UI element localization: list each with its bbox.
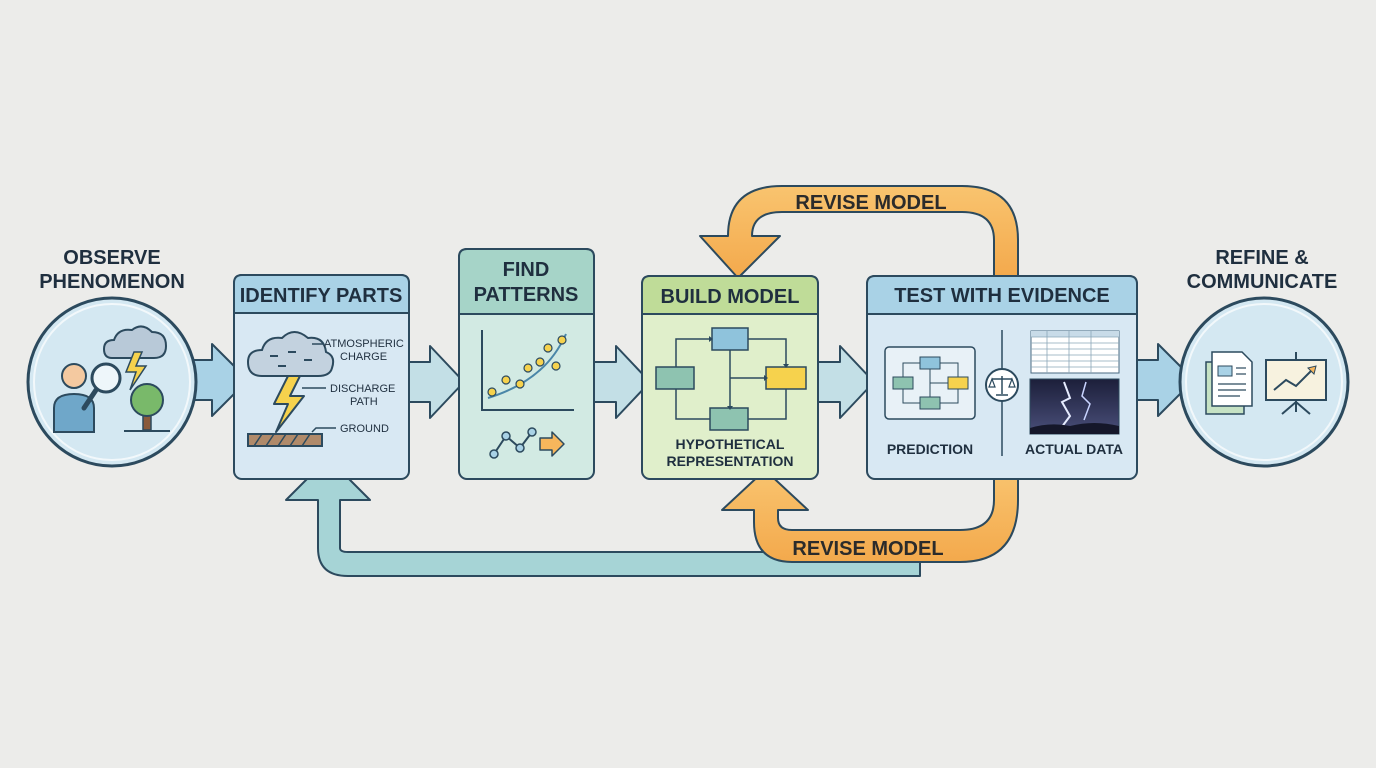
build-caption-line1: HYPOTHETICAL: [676, 436, 785, 452]
magnifier-icon: [81, 362, 122, 411]
trend-arrow-icon: [489, 427, 565, 459]
stage-refine-communicate: REFINE & COMMUNICATE: [1178, 247, 1350, 468]
ground-icon: [247, 433, 323, 447]
stage-find-patterns: FIND PATTERNS: [458, 248, 595, 480]
label-ground: GROUND: [340, 423, 389, 435]
tree-icon: [124, 383, 170, 432]
flow-arrow-test-refine: [1135, 343, 1195, 417]
storm-cloud-icon: [102, 325, 168, 391]
label-path: PATH: [350, 396, 378, 408]
scatter-plot-icon: [481, 330, 574, 411]
label-discharge: DISCHARGE: [330, 383, 395, 395]
model-flow-diagram-icon: [655, 327, 807, 431]
stage-build-model: BUILD MODEL HYPOTHETICAL REPRESENTATION: [641, 275, 819, 480]
revise-loop-top: [699, 185, 1019, 279]
report-document-icon: [1205, 351, 1253, 415]
balance-scale-icon: [985, 368, 1019, 402]
stage-observe: OBSERVE PHENOMENON: [26, 247, 198, 468]
flow-arrow-identify-patterns: [407, 345, 465, 419]
flow-arrow-build-test: [817, 345, 875, 419]
charge-cloud-icon: [246, 331, 335, 377]
stage-identify-parts: IDENTIFY PARTS ATMOSPHERIC CHARGE DISCHA…: [233, 274, 410, 480]
patterns-title-line2: PATTERNS: [474, 284, 579, 306]
prediction-label: PREDICTION: [887, 441, 973, 457]
data-table-icon: [1030, 330, 1120, 374]
revise-loop-bottom: [721, 469, 1019, 563]
observe-title-line1: OBSERVE: [63, 247, 160, 269]
prediction-model-icon: [884, 346, 976, 420]
patterns-title-line1: FIND: [503, 259, 550, 281]
presentation-board-icon: [1265, 352, 1327, 415]
revise-model-top-label: REVISE MODEL: [795, 192, 946, 214]
lightning-bolt-icon: [273, 375, 305, 433]
identify-title: IDENTIFY PARTS: [240, 285, 403, 307]
lightning-photo-icon: [1029, 378, 1120, 435]
refine-title-line1: REFINE &: [1215, 247, 1308, 269]
stage-test-evidence: TEST WITH EVIDENCE: [866, 275, 1138, 480]
build-caption-line2: REPRESENTATION: [666, 453, 793, 469]
observe-title-line2: PHENOMENON: [39, 271, 185, 293]
actual-data-label: ACTUAL DATA: [1025, 441, 1123, 457]
refine-title-line2: COMMUNICATE: [1187, 271, 1338, 293]
revise-model-bottom-label: REVISE MODEL: [792, 538, 943, 560]
build-title: BUILD MODEL: [661, 286, 800, 308]
test-title: TEST WITH EVIDENCE: [894, 285, 1110, 307]
flow-arrow-patterns-build: [593, 345, 651, 419]
label-atmospheric: ATMOSPHERIC: [324, 338, 404, 350]
label-charge: CHARGE: [340, 351, 387, 363]
